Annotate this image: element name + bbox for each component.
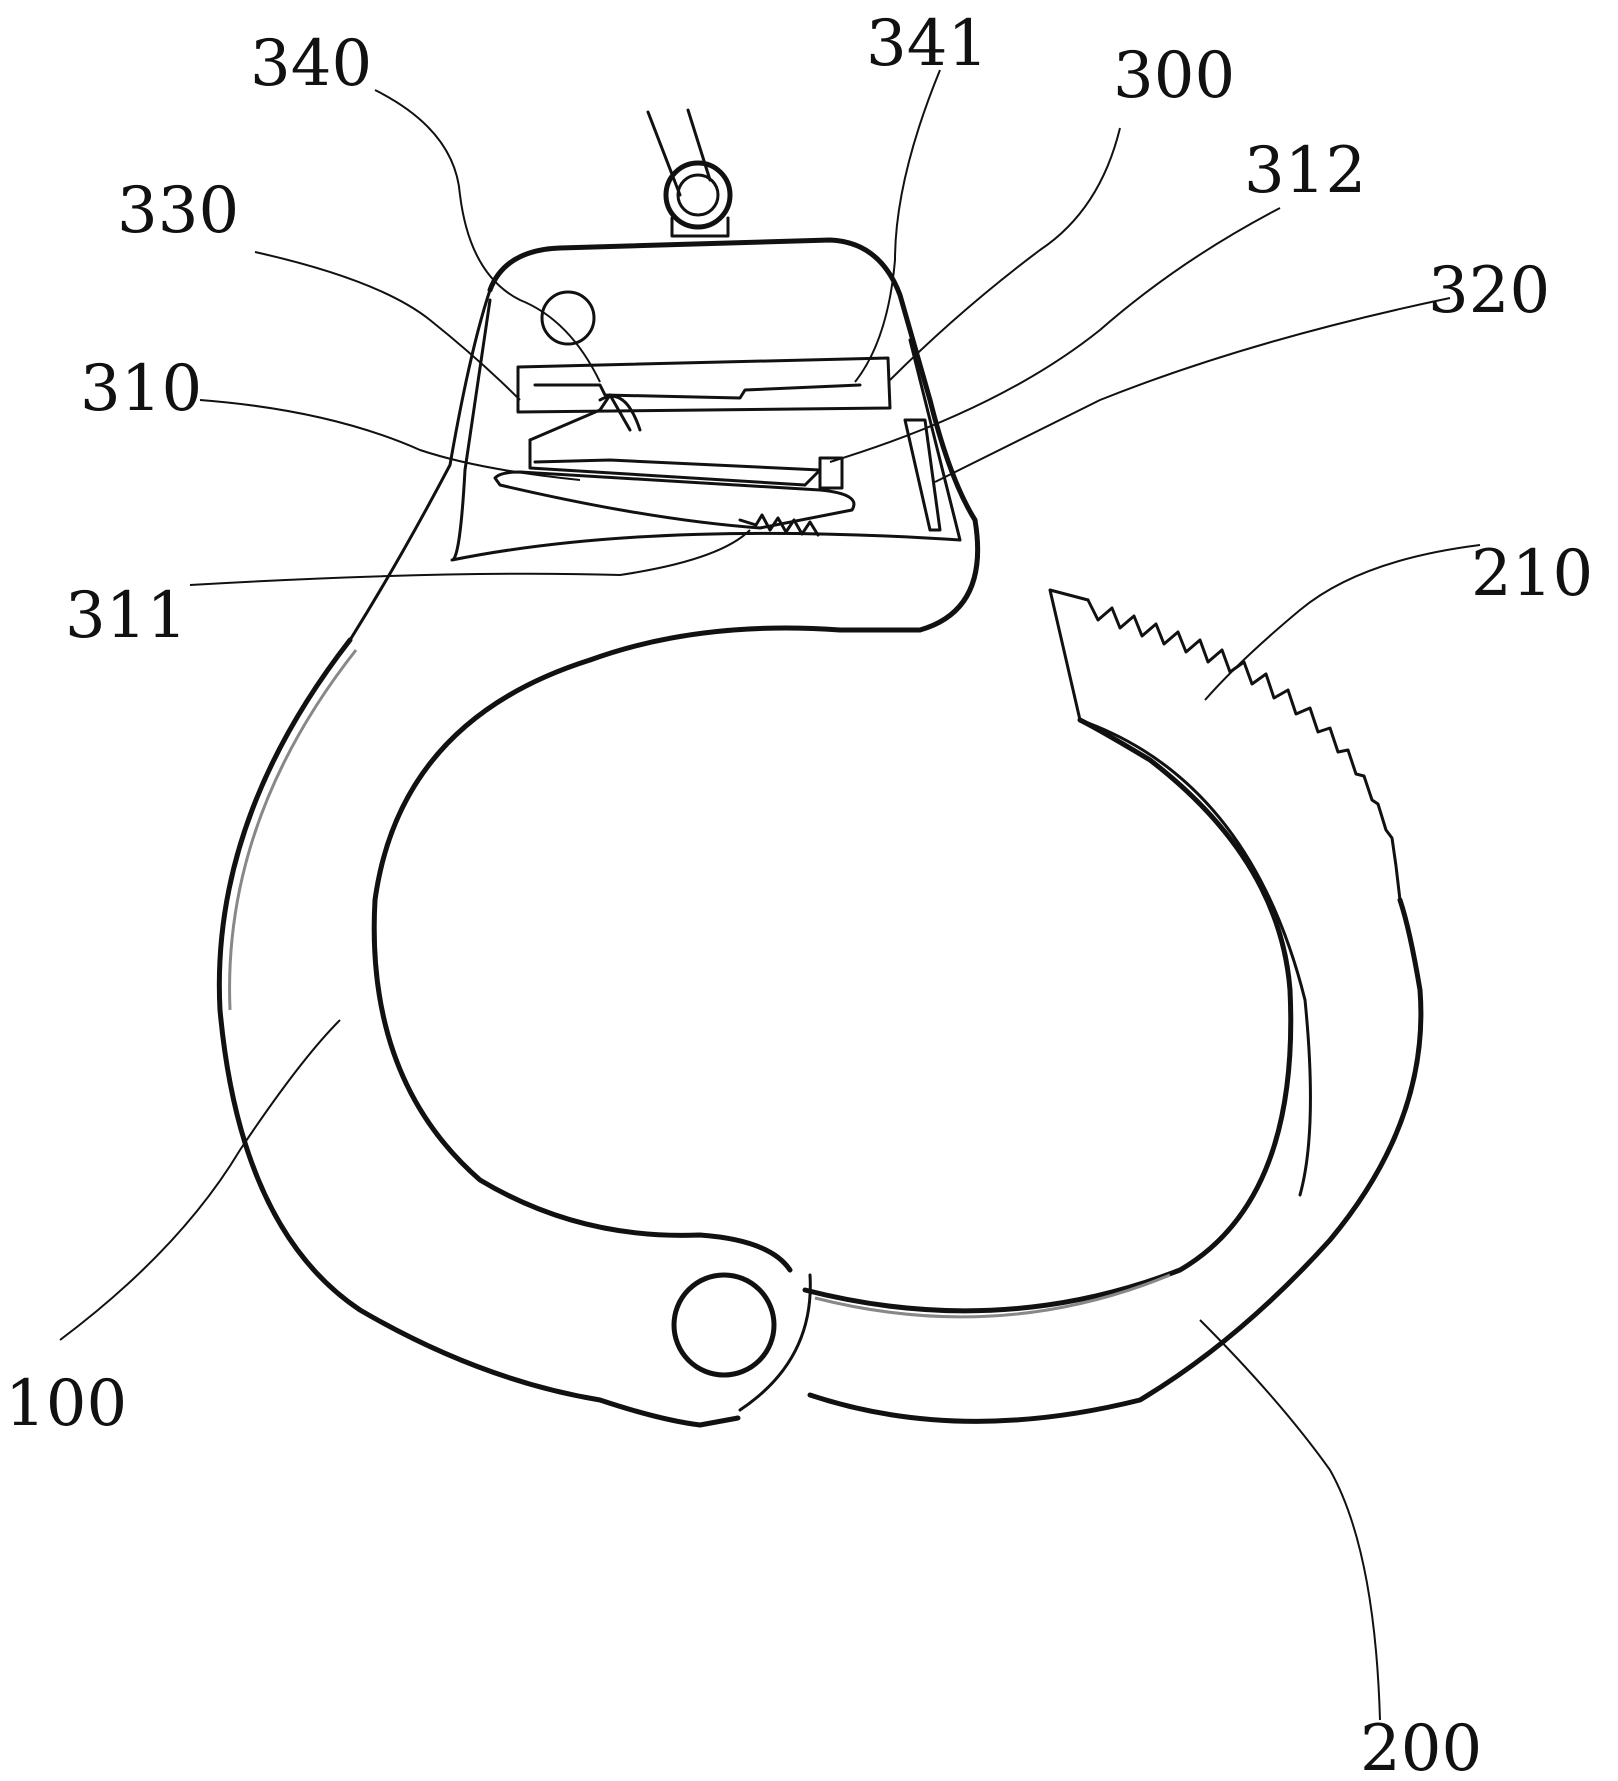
pivot <box>671 1272 777 1378</box>
block-312 <box>818 456 844 490</box>
reference-labels: 340 341 300 330 312 320 310 311 210 100 … <box>5 7 1593 1781</box>
teeth-311 <box>738 513 820 537</box>
label-330: 330 <box>117 174 239 248</box>
cuff-100 <box>216 637 812 1428</box>
lock-housing <box>348 237 981 663</box>
chain-link <box>646 108 733 238</box>
label-100: 100 <box>5 1367 127 1441</box>
lock-mechanism <box>493 356 942 537</box>
label-310: 310 <box>80 352 202 426</box>
label-200: 200 <box>1360 1712 1482 1781</box>
label-312: 312 <box>1244 134 1366 208</box>
spring-330 <box>528 393 632 442</box>
label-320: 320 <box>1428 254 1550 328</box>
teeth-210 <box>1086 598 1402 902</box>
label-300: 300 <box>1113 39 1235 113</box>
pawl-310 <box>528 438 822 487</box>
leader-lines <box>59 69 1481 1721</box>
spring-320 <box>903 418 942 532</box>
housing-rivet <box>540 290 596 346</box>
label-210: 210 <box>1471 537 1593 611</box>
cuff-200 <box>802 588 1424 1424</box>
label-341: 341 <box>866 7 988 81</box>
label-340: 340 <box>250 27 372 101</box>
label-311: 311 <box>65 579 187 653</box>
